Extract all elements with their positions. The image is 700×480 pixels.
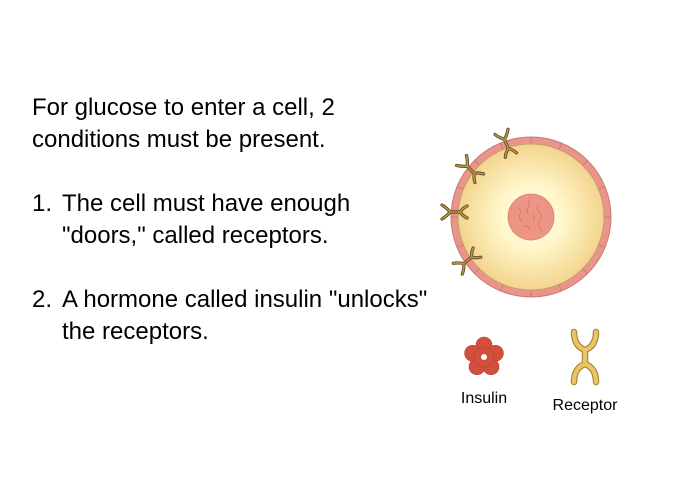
condition-number: 2. — [32, 286, 53, 313]
condition-2: 2. A hormone called insulin "unlocks" th… — [32, 284, 432, 348]
legend-receptor: Receptor — [545, 328, 625, 415]
condition-1: 1. The cell must have enough "doors," ca… — [32, 188, 432, 252]
condition-number: 1. — [32, 190, 53, 217]
explanation-text: For glucose to enter a cell, 2 condition… — [32, 92, 432, 380]
insulin-icon — [464, 336, 504, 376]
receptor-icon — [570, 328, 600, 386]
cell-icon — [440, 127, 612, 298]
legend-label: Receptor — [552, 397, 618, 414]
cell-illustration — [440, 125, 630, 315]
intro-paragraph: For glucose to enter a cell, 2 condition… — [32, 94, 335, 153]
legend-insulin: Insulin — [448, 335, 520, 408]
condition-text: The cell must have enough "doors," calle… — [62, 190, 351, 249]
condition-text: A hormone called insulin "unlocks" the r… — [62, 286, 428, 345]
legend-label: Insulin — [460, 390, 508, 407]
